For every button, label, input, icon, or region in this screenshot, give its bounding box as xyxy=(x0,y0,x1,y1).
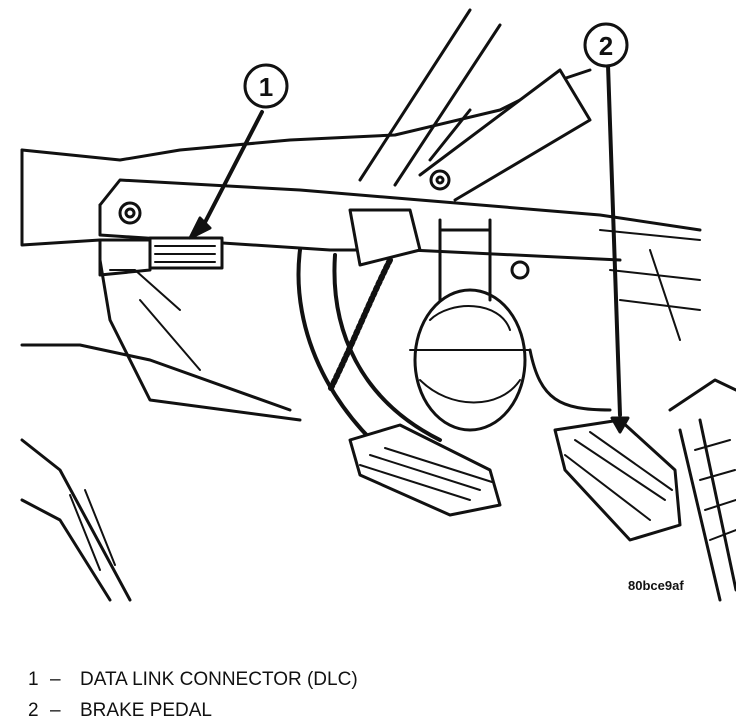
callout-1-circle xyxy=(243,63,289,109)
figure-code: 80bce9af xyxy=(628,578,684,593)
callout-1-label: 1 xyxy=(259,72,273,102)
bolt xyxy=(118,201,142,225)
wire-harness xyxy=(327,257,393,393)
legend-item: 2 – BRAKE PEDAL xyxy=(28,695,358,726)
legend-item: 1 – DATA LINK CONNECTOR (DLC) xyxy=(28,664,358,695)
legend-dash: – xyxy=(50,700,61,721)
callout-2-leader xyxy=(606,63,622,417)
bracket xyxy=(98,178,702,232)
legend-text: BRAKE PEDAL xyxy=(80,700,212,721)
legend: 1 – DATA LINK CONNECTOR (DLC) 2 – BRAKE … xyxy=(28,664,358,726)
legend-number: 2 xyxy=(28,700,39,721)
bolt xyxy=(429,169,451,191)
pedal-boot xyxy=(413,288,527,432)
left-pedal-pad xyxy=(348,423,502,517)
left-floor-mat xyxy=(20,438,132,602)
legend-dash: – xyxy=(50,669,61,690)
callout-1-leader xyxy=(198,110,264,234)
brake-pedal-dlc-diagram: 1 2 xyxy=(20,8,736,602)
callout-2-circle xyxy=(583,22,629,68)
legend-text: DATA LINK CONNECTOR (DLC) xyxy=(80,669,358,690)
callout-2-label: 2 xyxy=(599,31,613,61)
accelerator-pad xyxy=(668,378,736,602)
steering-column xyxy=(358,8,502,187)
legend-number: 1 xyxy=(28,669,39,690)
bolt xyxy=(510,260,530,280)
brake-pedal-pad xyxy=(553,418,682,542)
